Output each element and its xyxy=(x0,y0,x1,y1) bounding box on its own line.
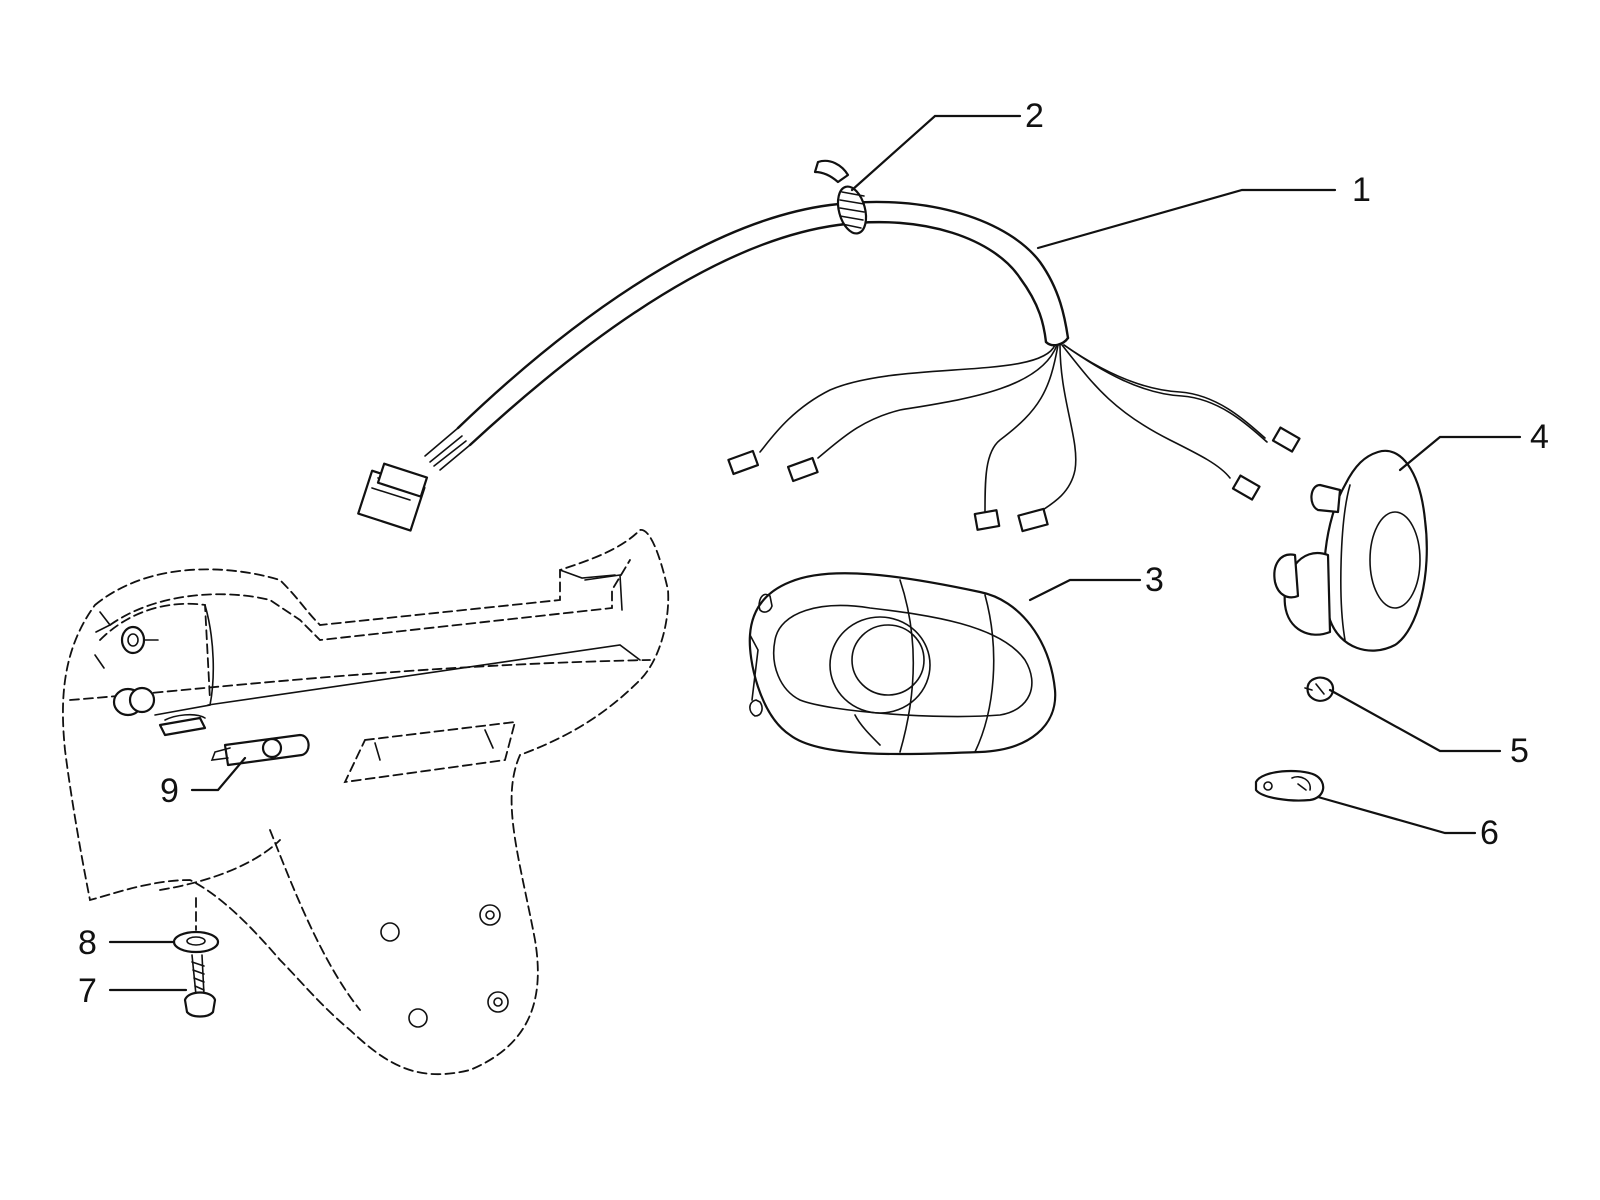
callout-9: 9 xyxy=(160,772,179,810)
leader-3 xyxy=(1028,578,1142,602)
part-2-cable-clip xyxy=(813,159,868,235)
part-8-washer xyxy=(172,897,220,954)
part-7-screw xyxy=(183,954,217,1018)
part-4-turn-signal xyxy=(1273,449,1428,652)
callout-5: 5 xyxy=(1510,732,1529,770)
callout-3: 3 xyxy=(1145,561,1164,599)
leader-5 xyxy=(1328,688,1502,753)
callout-8: 8 xyxy=(78,924,97,962)
part-6-bulb-holder xyxy=(1254,769,1325,802)
callout-4: 4 xyxy=(1530,418,1549,456)
callout-2: 2 xyxy=(1025,97,1044,135)
leader-lines xyxy=(108,114,1522,992)
leader-6 xyxy=(1316,795,1477,835)
leader-1 xyxy=(1036,188,1337,250)
callout-1: 1 xyxy=(1352,171,1371,209)
callout-7: 7 xyxy=(78,972,97,1010)
leader-2 xyxy=(850,114,1022,192)
callout-6: 6 xyxy=(1480,814,1499,852)
part-1-wiring-harness xyxy=(357,200,1301,533)
callout-labels: 1 2 3 4 5 6 7 8 9 xyxy=(78,97,1549,1010)
part-9-bracket xyxy=(158,713,310,767)
leader-4 xyxy=(1398,435,1522,472)
part-3-headlight xyxy=(748,572,1057,756)
leader-9 xyxy=(190,756,247,792)
handlebar-cover-body xyxy=(62,529,670,1076)
terminal-connectors xyxy=(727,426,1301,533)
part-5-bulb xyxy=(1304,676,1335,702)
